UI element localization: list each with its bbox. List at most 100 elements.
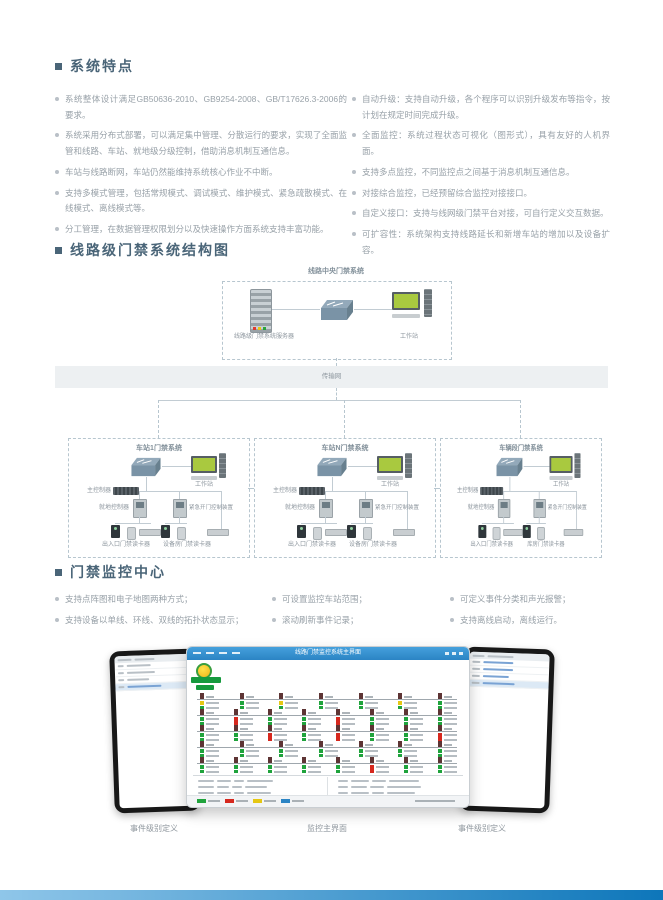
station-status-item	[437, 757, 459, 773]
station-status-item	[233, 725, 255, 741]
station-name-bar	[240, 712, 248, 714]
status-text-bar	[410, 739, 423, 741]
controller-label: 主控制器	[272, 488, 297, 494]
status-led	[200, 765, 204, 769]
status-led	[279, 701, 284, 705]
status-led	[200, 770, 204, 773]
station-status-item	[239, 693, 261, 709]
station-status-item	[199, 693, 221, 709]
station-status-item	[278, 741, 300, 757]
local-controller-icon	[319, 499, 333, 518]
station-node-icon	[404, 725, 408, 731]
bullet-item: 车站与线路断网，车站仍然能维持系统核心作业不中断。	[55, 165, 347, 181]
switch-icon	[321, 300, 353, 320]
station-node-icon	[438, 725, 442, 731]
station-name-bar	[342, 760, 350, 762]
station-box-2: 车站N门禁系统 工作站 主控制器 就地控制器 紧急开门控制装置	[254, 438, 436, 558]
alarm-led	[336, 733, 340, 741]
workstation-tower-icon	[219, 453, 226, 478]
lock-icon	[492, 527, 501, 540]
section-header-monitoring: 门禁监控中心	[55, 562, 166, 582]
station-name-bar	[206, 696, 214, 698]
bullet-text: 支持多模式管理，包括常规模式、调试模式、维护模式、紧急疏散模式、在线模式、离线模…	[65, 187, 347, 214]
connector-line	[146, 477, 147, 491]
status-led	[438, 717, 442, 721]
status-text-bar	[410, 734, 423, 736]
controller-screen	[322, 502, 330, 508]
station-name-bar	[364, 696, 373, 698]
station-node-icon	[239, 741, 244, 747]
status-led	[268, 765, 272, 769]
workstation-label: 工作站	[194, 482, 213, 488]
bullet-item: 可扩容性：系统架构支持线路延长和新增车站的增加以及设备扩容。	[352, 227, 610, 258]
station-status-item	[318, 693, 340, 709]
switch-icon	[317, 457, 347, 477]
lock-icon	[363, 527, 372, 540]
header-square-icon	[55, 568, 62, 576]
line-topology	[197, 699, 457, 700]
station-status-item	[278, 693, 300, 709]
button-panel-icon	[139, 529, 161, 536]
station-status-item	[233, 709, 255, 725]
station-node-icon	[319, 741, 323, 747]
bus-line	[158, 400, 520, 401]
station-node-icon	[336, 709, 340, 715]
status-led	[239, 749, 244, 753]
station-node-icon	[234, 725, 238, 731]
status-led	[404, 765, 408, 769]
station-inner: 车站1门禁系统 工作站 主控制器 就地控制器 紧急开门控制装置	[69, 439, 249, 557]
status-text-bar	[444, 734, 457, 736]
header-square-icon	[55, 62, 62, 70]
status-text-bar	[444, 755, 457, 757]
monitoring-bullets-col1: 支持点阵图和电子地图两种方式；支持设备以单线、环线、双线的拓扑状态显示；	[55, 592, 265, 633]
status-led	[200, 722, 204, 725]
bullet-dot-icon	[55, 169, 59, 174]
status-text-bar	[206, 702, 219, 704]
local-controller-label: 就地控制器	[284, 505, 315, 511]
bullet-dot-icon	[352, 97, 356, 101]
legend-chip	[253, 799, 262, 803]
status-led	[268, 770, 272, 773]
station-status-item	[397, 741, 419, 757]
status-text-bar	[308, 723, 321, 725]
status-text-bar	[285, 707, 299, 709]
status-text-bar	[404, 755, 418, 757]
monitoring-bullets-col3: 可定义事件分类和声光报警；支持离线启动，离线运行。	[450, 592, 610, 633]
connector-line	[325, 516, 326, 523]
station-name-bar	[240, 728, 248, 730]
status-text-bar	[364, 750, 378, 752]
status-text-bar	[240, 734, 253, 736]
status-led	[302, 722, 306, 725]
status-text-bar	[240, 766, 253, 768]
connector-line	[348, 466, 377, 467]
bullet-text: 可定义事件分类和声光报警；	[460, 594, 571, 604]
station-node-icon	[200, 693, 204, 699]
status-text-bar	[404, 702, 418, 704]
station-node-icon	[358, 693, 363, 699]
status-text-bar	[410, 718, 423, 720]
status-text-bar	[342, 718, 355, 720]
station-node-icon	[239, 693, 244, 699]
central-system-title: 线路中央门禁系统	[308, 268, 364, 275]
station-node-icon	[234, 709, 238, 715]
status-led	[239, 701, 244, 705]
status-led	[319, 749, 323, 753]
station-node-icon	[404, 757, 408, 763]
station-name-bar	[376, 712, 384, 714]
bullet-dot-icon	[55, 190, 59, 195]
status-led	[336, 765, 340, 769]
station-node-icon	[200, 725, 204, 731]
status-text-bar	[376, 718, 389, 720]
connector-line	[139, 491, 140, 499]
status-text-bar	[444, 739, 457, 741]
caption-center: 监控主界面	[307, 824, 347, 833]
status-led	[404, 733, 408, 737]
status-led	[438, 770, 442, 773]
status-led	[234, 738, 238, 741]
controller-icon	[480, 487, 504, 495]
status-led	[302, 738, 306, 741]
workstation-tower-icon	[424, 289, 432, 317]
status-led	[438, 749, 442, 753]
right-screenshot-device	[459, 646, 555, 814]
